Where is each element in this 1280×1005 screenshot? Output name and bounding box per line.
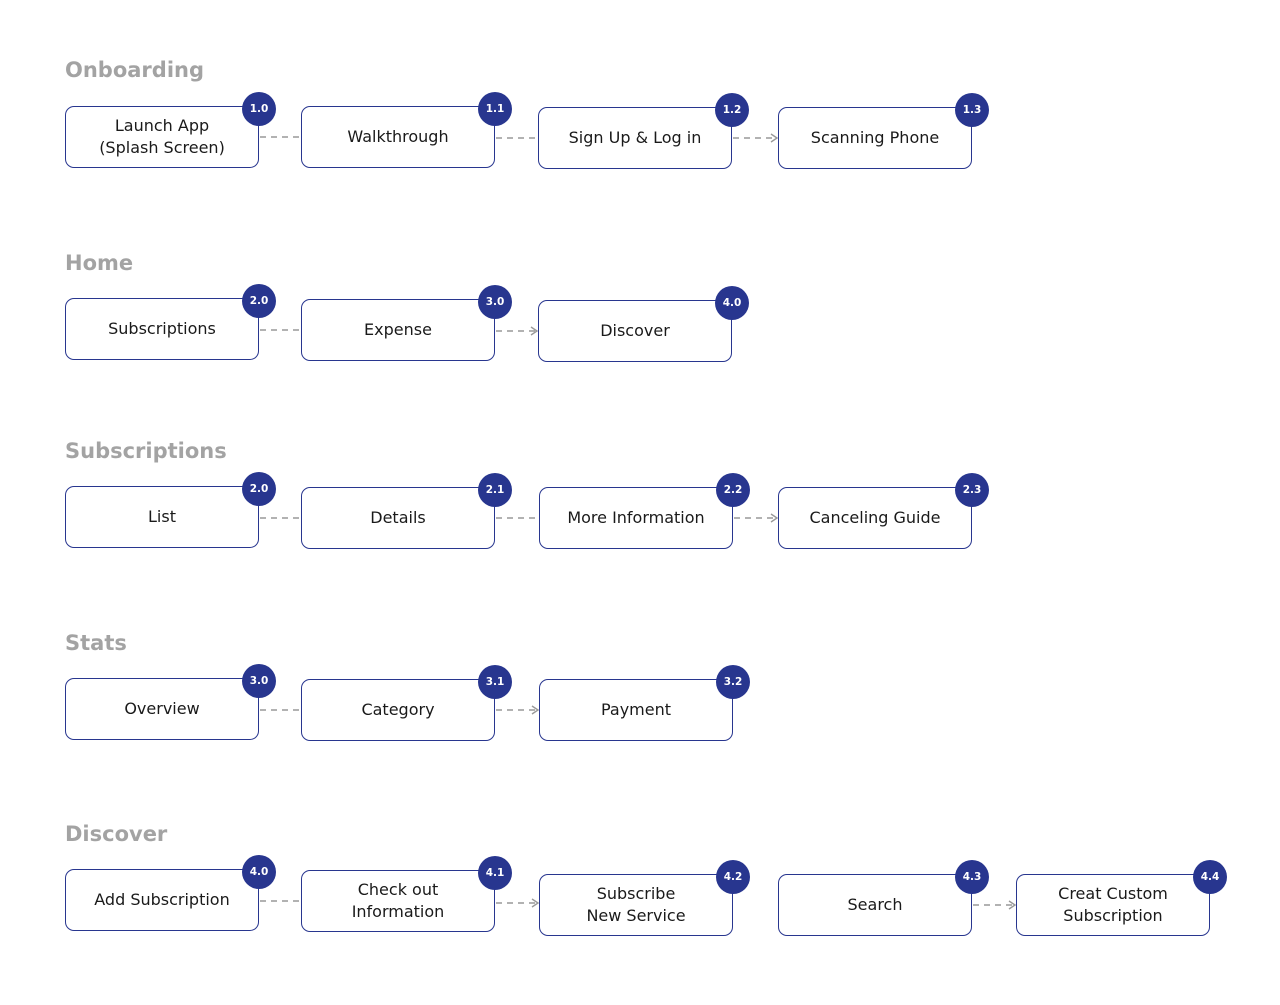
step-number-badge: 1.1 (478, 92, 512, 126)
flow-node: Overview (65, 678, 259, 740)
section-title-discover: Discover (65, 822, 168, 846)
flow-node: More Information (539, 487, 733, 549)
section-title-subscriptions: Subscriptions (65, 439, 227, 463)
step-number-badge: 4.1 (478, 856, 512, 890)
step-number-badge: 1.2 (715, 93, 749, 127)
flow-node: Check out Information (301, 870, 495, 932)
step-number-badge: 2.0 (242, 284, 276, 318)
step-number-badge: 2.2 (716, 473, 750, 507)
section-title-onboarding: Onboarding (65, 58, 205, 82)
flow-node: Sign Up & Log in (538, 107, 732, 169)
flow-node: Discover (538, 300, 732, 362)
flow-node: Walkthrough (301, 106, 495, 168)
flow-node: Search (778, 874, 972, 936)
step-number-badge: 2.1 (478, 473, 512, 507)
flow-node: Add Subscription (65, 869, 259, 931)
step-number-badge: 2.0 (242, 472, 276, 506)
step-number-badge: 3.0 (242, 664, 276, 698)
step-number-badge: 4.0 (715, 286, 749, 320)
section-title-stats: Stats (65, 631, 127, 655)
flow-node: Canceling Guide (778, 487, 972, 549)
flow-node: Launch App (Splash Screen) (65, 106, 259, 168)
step-number-badge: 1.3 (955, 93, 989, 127)
flow-node: Scanning Phone (778, 107, 972, 169)
flow-node: List (65, 486, 259, 548)
flow-node: Subscriptions (65, 298, 259, 360)
flow-node: Category (301, 679, 495, 741)
step-number-badge: 4.2 (716, 860, 750, 894)
step-number-badge: 3.1 (478, 665, 512, 699)
flow-node: Payment (539, 679, 733, 741)
flow-node: Expense (301, 299, 495, 361)
section-title-home: Home (65, 251, 134, 275)
flow-node: Creat Custom Subscription (1016, 874, 1210, 936)
step-number-badge: 3.2 (716, 665, 750, 699)
step-number-badge: 3.0 (478, 285, 512, 319)
step-number-badge: 4.4 (1193, 860, 1227, 894)
flow-node: Subscribe New Service (539, 874, 733, 936)
step-number-badge: 4.3 (955, 860, 989, 894)
step-number-badge: 4.0 (242, 855, 276, 889)
step-number-badge: 2.3 (955, 473, 989, 507)
step-number-badge: 1.0 (242, 92, 276, 126)
flow-node: Details (301, 487, 495, 549)
